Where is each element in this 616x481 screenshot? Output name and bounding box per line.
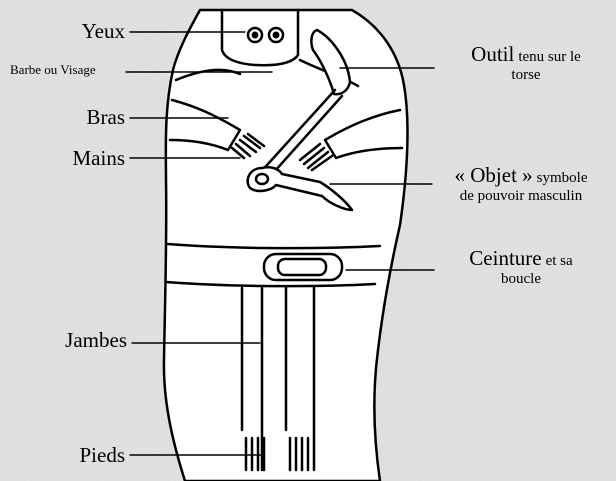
label-ceinture-main: Ceinture [469, 246, 541, 270]
label-outil-small-2: torse [511, 67, 540, 83]
label-mains: Mains [40, 146, 125, 170]
label-barbe: Barbe ou Visage [10, 63, 96, 78]
label-outil-main: Outil [471, 42, 514, 66]
label-outil: Outil tenu sur le torse [436, 42, 616, 85]
label-bras: Bras [40, 105, 125, 129]
label-objet: « Objet » symbole de pouvoir masculin [426, 163, 616, 206]
label-objet-small-1: symbole [537, 170, 588, 186]
label-objet-line-2: de pouvoir masculin [460, 188, 582, 204]
label-ceinture-small-2: boucle [501, 271, 541, 287]
label-objet-main: « Objet » [455, 163, 533, 187]
label-ceinture-small-1: et sa [546, 253, 573, 269]
label-ceinture: Ceinture et sa boucle [426, 246, 616, 289]
label-outil-small-1: tenu sur le [518, 49, 580, 65]
label-pieds: Pieds [40, 443, 125, 467]
label-yeux: Yeux [40, 19, 125, 43]
label-jambes: Jambes [40, 328, 127, 352]
